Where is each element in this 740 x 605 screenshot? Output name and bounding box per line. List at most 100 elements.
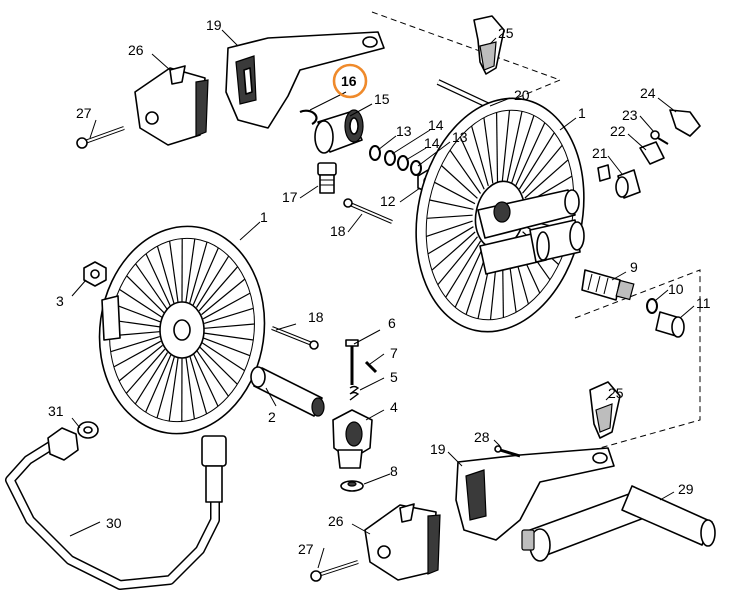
drum-spoke [145, 354, 172, 413]
drum-spoke [192, 352, 219, 407]
part-11-adapter [655, 311, 685, 338]
drum-spoke [524, 159, 569, 199]
callout-9: 9 [630, 259, 638, 275]
drum-spoke [196, 349, 229, 397]
part-1-drum-disc-left [98, 225, 266, 435]
part-25-cap-top [473, 15, 505, 75]
part-15-bushing [314, 109, 364, 154]
drum-spoke [522, 144, 563, 194]
callout-18-top: 18 [330, 223, 346, 239]
callout-14-b: 14 [424, 135, 440, 151]
drum-spoke [189, 355, 208, 415]
part-3-hex-nut [83, 261, 107, 287]
drum-spoke [198, 266, 239, 312]
drum-spoke [440, 165, 478, 199]
callout-30: 30 [106, 515, 122, 531]
callout-labels: 19 26 27 16 15 13 14 14 13 12 17 18 20 2… [48, 17, 711, 557]
part-21-knob-base [597, 164, 641, 199]
part-25-cap-bottom [589, 381, 621, 439]
drum-spoke [437, 236, 478, 286]
drum-spoke [192, 247, 219, 306]
drum-spoke [496, 112, 499, 182]
drum-spoke [431, 231, 476, 271]
drum-spoke [515, 122, 546, 186]
drum-spoke [511, 115, 535, 184]
part-19-support-arm-bottom [455, 447, 615, 541]
callout-5: 5 [390, 369, 398, 385]
part-9-swivel-fitting [581, 269, 635, 301]
callout-15: 15 [374, 91, 390, 107]
part-27-screw-bottom [310, 560, 359, 582]
drum-spoke [195, 255, 230, 308]
drum-spoke [125, 348, 166, 394]
drum-spoke [185, 238, 196, 303]
drum-spoke [518, 132, 555, 190]
callout-20: 20 [514, 87, 530, 103]
assembly-guide-lines [371, 11, 701, 456]
highlight-circle-part-16 [332, 63, 368, 99]
callout-25-top: 25 [498, 25, 514, 41]
callout-28: 28 [474, 429, 490, 445]
parts-13-14-seal-rings [369, 145, 422, 176]
drum-spoke [185, 357, 195, 420]
part-19-support-arm-top [225, 31, 385, 129]
callout-1-right: 1 [578, 105, 586, 121]
drum-spoke [201, 341, 245, 372]
drum-spoke [426, 214, 473, 219]
callout-12: 12 [380, 193, 396, 209]
part-26-end-cover-top [134, 65, 209, 146]
parts-4-8-center-clamp [332, 339, 378, 492]
callout-4: 4 [390, 399, 398, 415]
drum-spoke [134, 352, 169, 405]
callout-6: 6 [388, 315, 396, 331]
callout-11: 11 [696, 295, 711, 311]
callout-leader-lines [69, 29, 695, 569]
drum-spoke [204, 332, 254, 341]
drum-spoke [118, 344, 163, 382]
drum-spoke [429, 199, 474, 210]
part-28-screw [494, 445, 521, 458]
drum-spoke [110, 336, 160, 353]
part-18-screw-lower [271, 326, 319, 350]
drum-spoke [204, 307, 254, 324]
callout-18-lower: 18 [308, 309, 324, 325]
drum-spoke [168, 357, 179, 422]
drum-spoke [202, 337, 251, 357]
callout-7: 7 [390, 345, 398, 361]
callout-2: 2 [268, 409, 276, 425]
part-30-hose-assembly [5, 427, 227, 590]
drum-spoke [471, 125, 489, 187]
drum-spoke [202, 292, 251, 320]
drum-spoke [145, 253, 172, 308]
callout-8: 8 [390, 463, 398, 479]
drum-spoke [434, 181, 476, 205]
drum-spoke [506, 111, 523, 182]
drum-spoke [135, 263, 168, 311]
part-29-crank-handle [521, 485, 716, 562]
callout-19-bottom: 19 [430, 441, 446, 457]
callout-3: 3 [56, 293, 64, 309]
part-17-fitting [317, 162, 337, 194]
callout-31: 31 [48, 403, 64, 419]
callout-25-bottom: 25 [608, 385, 624, 401]
drum-spoke [156, 356, 175, 419]
callout-10: 10 [668, 281, 684, 297]
drum-spoke [126, 275, 166, 314]
drum-spoke [198, 346, 238, 385]
drum-spoke [189, 241, 208, 304]
part-2-tube-shaft [250, 366, 325, 417]
drum-spoke [449, 149, 481, 194]
drum-spoke [156, 245, 175, 305]
part-26-end-cover-bottom [364, 503, 441, 581]
drum-spoke [119, 288, 163, 319]
drum-spoke [501, 110, 511, 182]
drum-spoke [204, 323, 255, 329]
callout-21: 21 [592, 145, 608, 161]
drum-spoke [459, 136, 485, 190]
drum-spoke [169, 240, 179, 303]
callout-29: 29 [678, 481, 694, 497]
callout-16: 16 [341, 73, 357, 89]
part-31-washer [77, 421, 99, 439]
callout-22: 22 [610, 123, 626, 139]
part-10-o-ring [646, 298, 658, 314]
